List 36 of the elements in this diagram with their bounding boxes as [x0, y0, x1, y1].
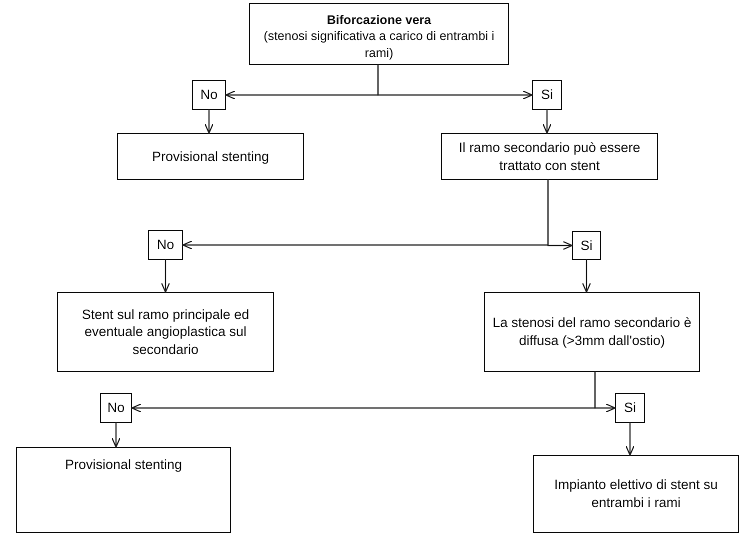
- process-box: [533, 455, 739, 533]
- box-text: Il ramo secondario può essere trattato con stent: [458, 138, 642, 174]
- process-box: [117, 133, 304, 180]
- answer-box: [615, 393, 645, 423]
- box-text: Si: [624, 399, 636, 417]
- arrow: [594, 372, 616, 413]
- arrow: [542, 110, 552, 134]
- answer-box: [572, 231, 601, 260]
- box-text: La stenosi del ramo secondario è diffusa (>3mm dall'ostio): [492, 314, 692, 350]
- arrow: [625, 423, 635, 456]
- answer-box: [192, 80, 226, 110]
- process-box: [57, 292, 274, 372]
- box-text: No: [200, 86, 218, 104]
- box-text: Impianto elettivo di stent su entrambi i rami: [553, 476, 719, 512]
- box-text: Stent sul ramo principale ed eventuale angioplastica sul secondario: [80, 306, 250, 358]
- process-box: [249, 3, 509, 65]
- box-text: Si: [540, 86, 553, 104]
- arrow: [582, 260, 592, 293]
- process-box: [16, 447, 231, 533]
- answer-box: [532, 80, 562, 110]
- box-text: Si: [580, 236, 592, 254]
- arrow: [204, 110, 214, 134]
- arrow: [160, 260, 170, 293]
- answer-box: [148, 230, 183, 260]
- process-box: [441, 133, 658, 180]
- box-text: Provisional stenting: [64, 456, 182, 474]
- arrow: [547, 180, 573, 250]
- arrow: [377, 65, 533, 100]
- box-text: No: [156, 236, 174, 254]
- arrow: [111, 423, 121, 448]
- answer-box: [100, 393, 132, 423]
- box-text: Provisional stenting: [152, 148, 270, 166]
- process-box: [484, 292, 700, 372]
- box-text: No: [107, 399, 125, 417]
- box-text: (stenosi significativa a carico di entrambi i rami): [262, 28, 496, 61]
- box-heading: Biforcazione vera: [326, 12, 432, 28]
